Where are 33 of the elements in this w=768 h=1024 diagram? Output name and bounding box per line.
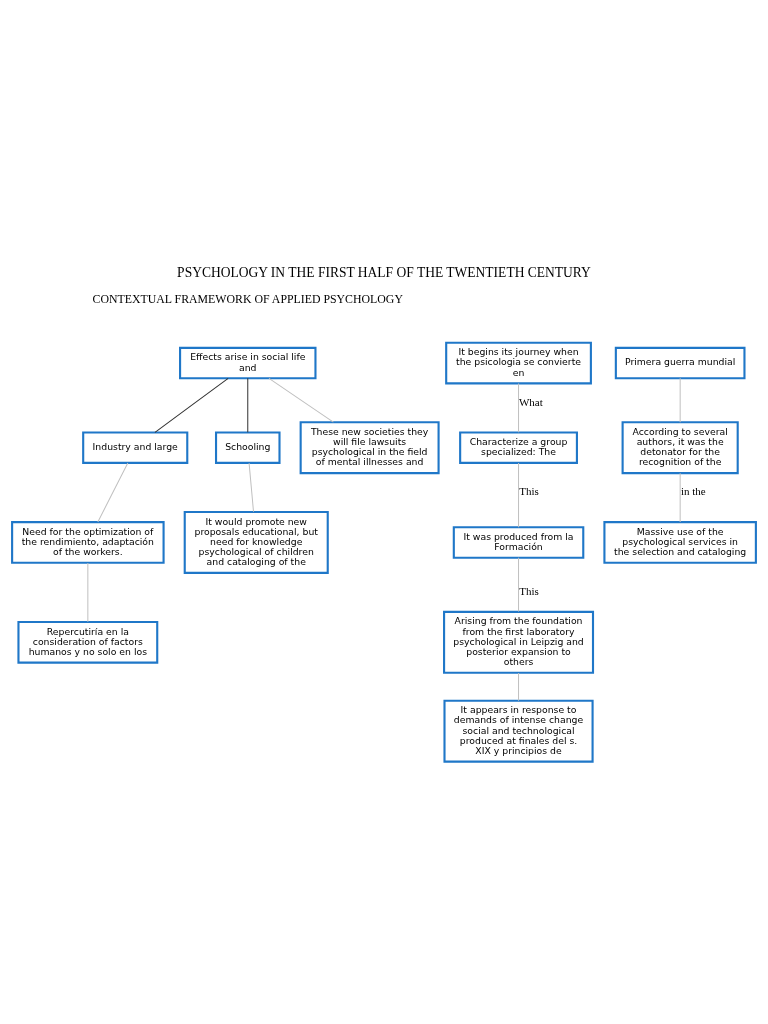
edge-label: What (518, 395, 543, 408)
node-box: Characterize a group specialized: The (459, 431, 578, 464)
node-box: Industry and large (82, 431, 189, 464)
node-box: Need for the optimization of the rendimiento, adaptación of the workers. (11, 521, 165, 564)
node-box: According to several authors, it was the detonator for the recognition of the (621, 421, 739, 475)
node-box: Schooling (215, 431, 281, 464)
connector (268, 377, 334, 423)
connector (248, 462, 254, 513)
node-box: It would promote new proposals educational, but need for knowledge psychological of children and cataloging of the (183, 510, 329, 574)
connector (97, 462, 129, 523)
connector (247, 377, 249, 433)
node-box: It begins its journey when the psicologia se convierte en (445, 341, 592, 385)
connector (154, 377, 229, 433)
connector (518, 462, 520, 528)
node-box: Effects arise in social life and (179, 346, 317, 380)
connector (518, 383, 520, 433)
connector (518, 672, 520, 702)
connector (679, 377, 681, 423)
node-box: It was produced from la Formación (452, 526, 585, 559)
node-box: Massive use of the psychological services in the selection and cataloging (603, 521, 757, 564)
node-box: Primera guerra mundial (614, 346, 746, 380)
node-box: These new societies they will file lawsuits psychological in the field of mental illnesses and (299, 421, 440, 475)
edge-label: This (519, 585, 539, 598)
edge-label: in the (680, 485, 706, 498)
diagram-title: PSYCHOLOGY IN THE FIRST HALF OF THE TWENTIETH CENTURY (177, 264, 591, 280)
label: CONTEXTUAL FRAMEWORK OF APPLIED PSYCHOLOGY (92, 291, 403, 306)
node-box: It appears in response to demands of intense change social and technological produced at finales del s. XIX y principios de (443, 699, 594, 763)
node-box: Repercutiría en la consideration of factors humanos y no solo en los (17, 620, 159, 664)
connector (679, 472, 681, 523)
connector (87, 562, 89, 623)
node-box: Arising from the foundation from the first laboratory psychological in Leipzig and posterior expansion to others (443, 610, 595, 674)
connector (518, 557, 520, 612)
edge-label: This (519, 485, 539, 498)
